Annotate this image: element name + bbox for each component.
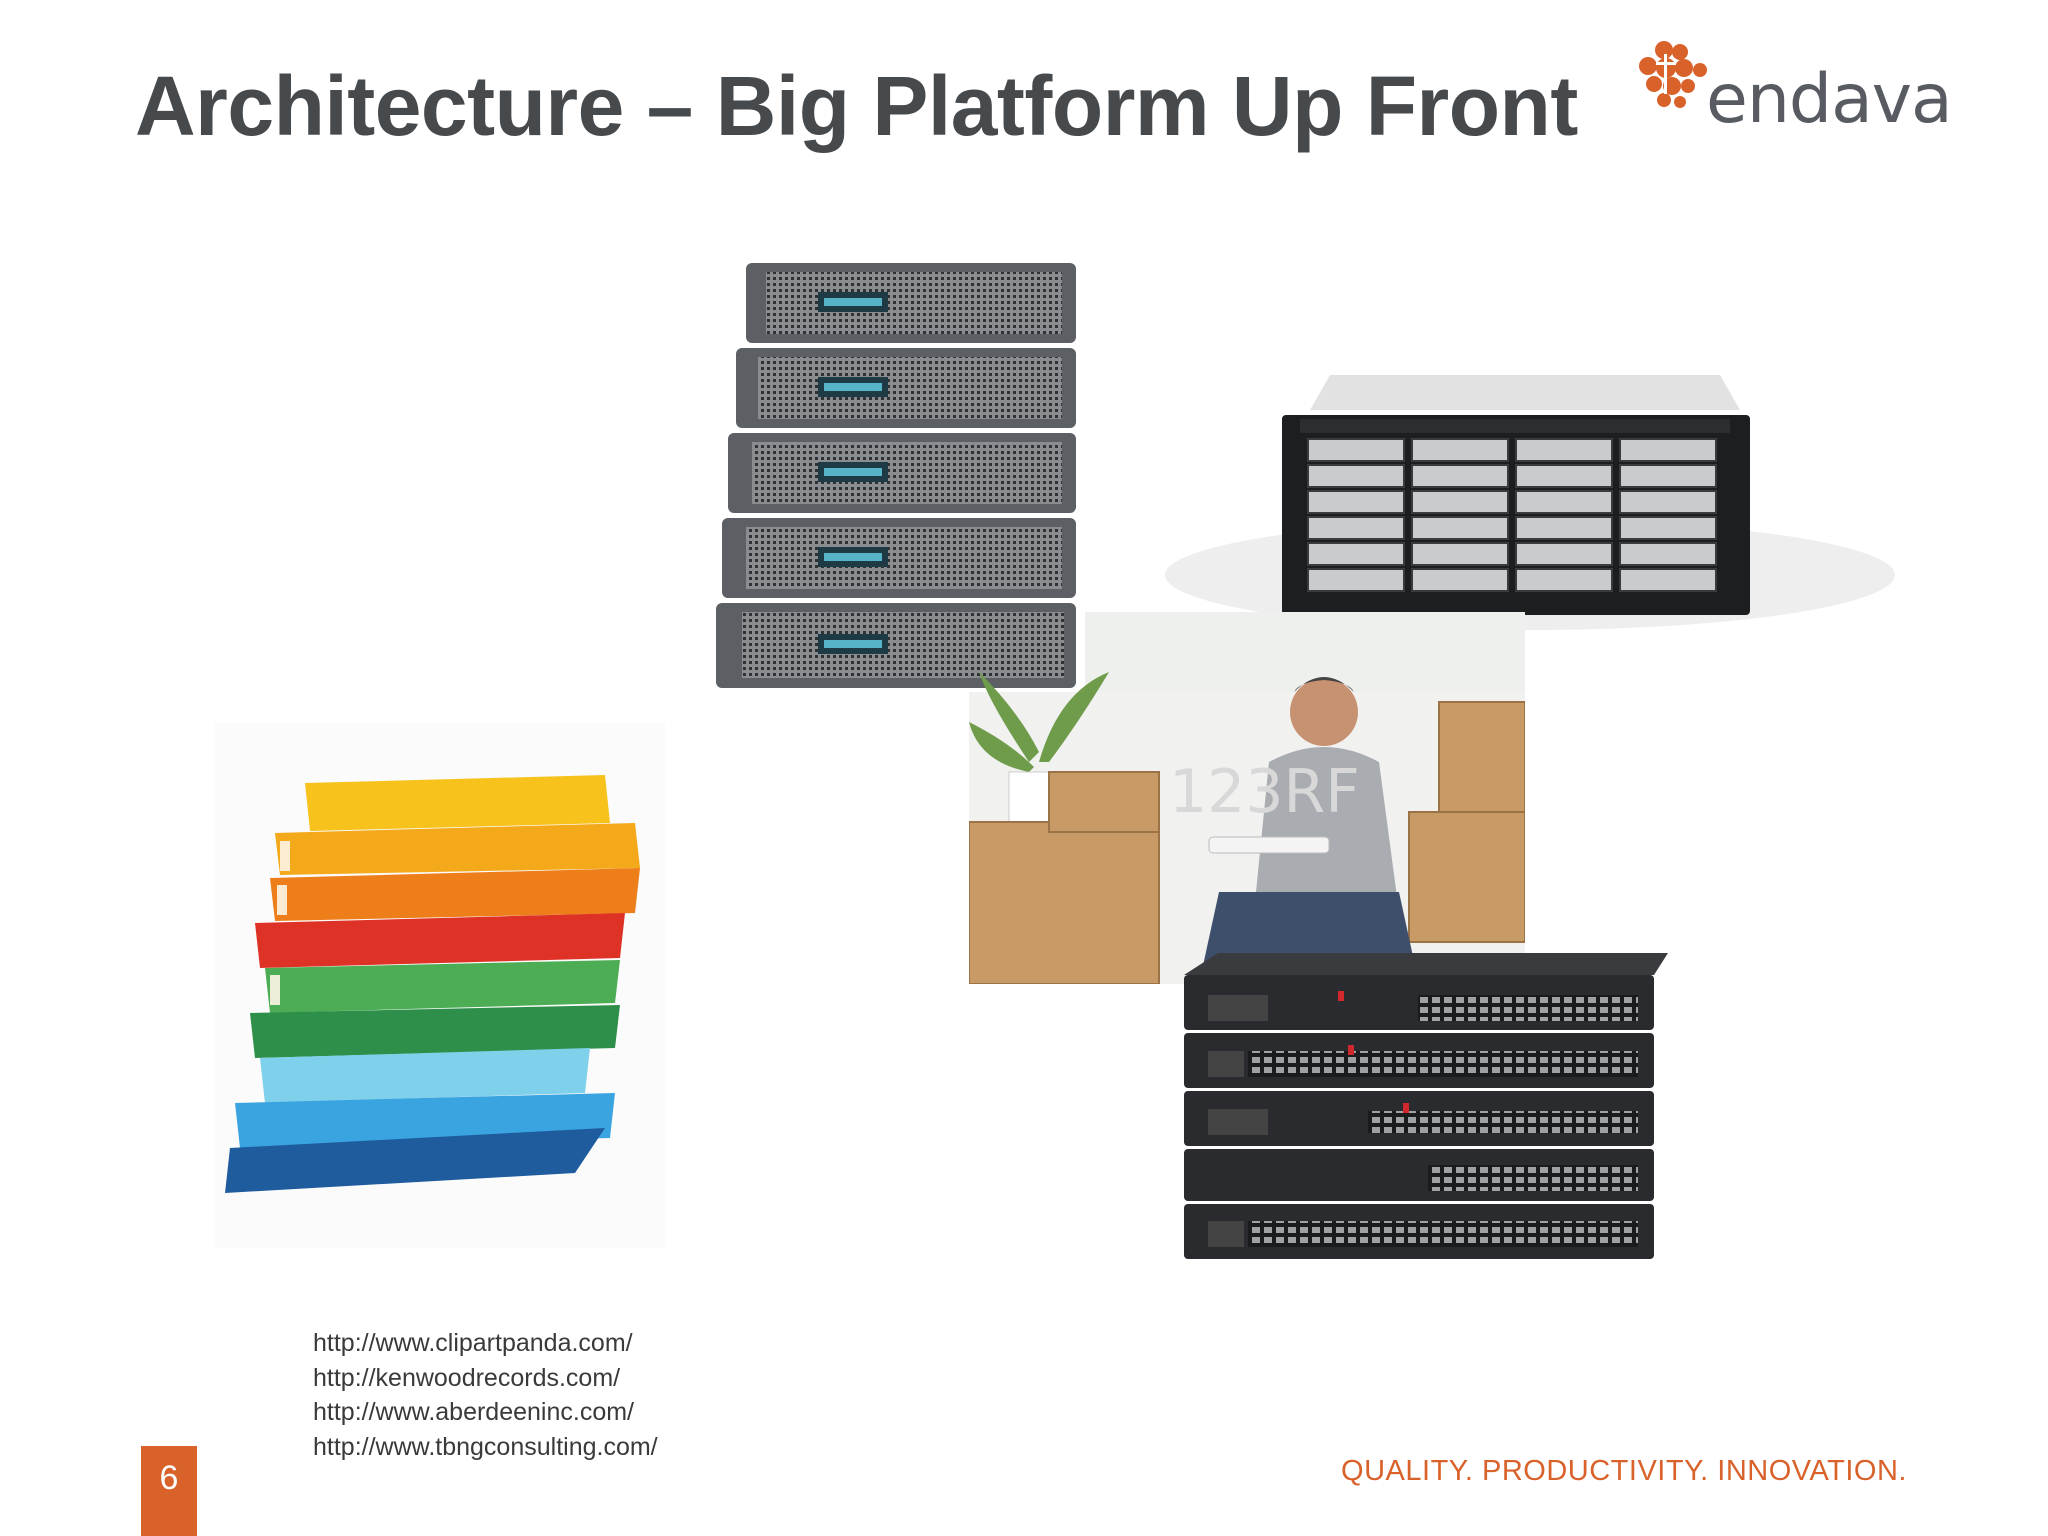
credit-link[interactable]: http://www.tbngconsulting.com/ bbox=[313, 1432, 658, 1461]
network-switches-image bbox=[1184, 953, 1668, 1259]
slide-title: Architecture – Big Platform Up Front bbox=[135, 59, 1578, 153]
credit-link[interactable]: http://www.clipartpanda.com/ bbox=[313, 1329, 633, 1357]
image-credits: http://www.clipartpanda.com/ http://kenw… bbox=[313, 1326, 658, 1464]
man-with-laptop-image: 123RF bbox=[969, 612, 1525, 984]
books-image bbox=[215, 723, 665, 1248]
page-number: 6 bbox=[141, 1446, 197, 1536]
footer-tagline: QUALITY. PRODUCTIVITY. INNOVATION. bbox=[1341, 1455, 1907, 1487]
credit-link[interactable]: http://kenwoodrecords.com/ bbox=[313, 1363, 621, 1392]
credit-link[interactable]: http://www.aberdeeninc.com/ bbox=[313, 1398, 634, 1426]
storage-rack-image bbox=[1165, 375, 1895, 630]
server-stack-image bbox=[716, 263, 1076, 688]
logo-wordmark: endava bbox=[1706, 60, 1953, 139]
endava-logo: endava bbox=[1628, 40, 1953, 150]
endava-logo-icon bbox=[1639, 41, 1707, 108]
watermark-text: 123RF bbox=[1169, 757, 1360, 827]
